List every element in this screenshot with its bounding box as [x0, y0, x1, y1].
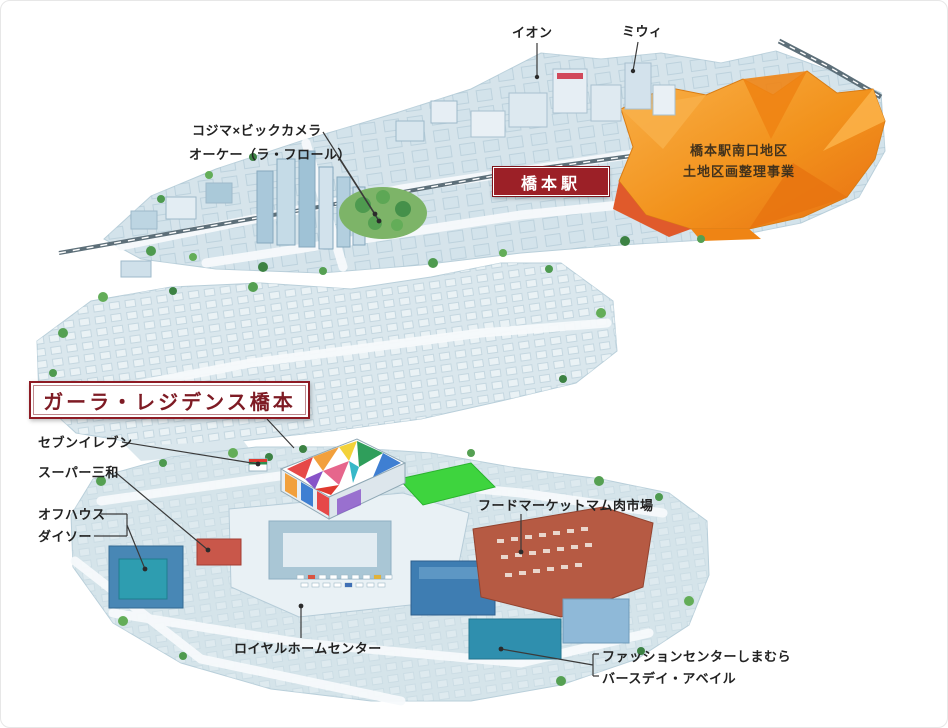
zone-line1: 橋本駅南口地区 — [689, 143, 788, 158]
zone-line2: 土地区画整理事業 — [682, 164, 795, 179]
property-label: ガーラ・レジデンス橋本 — [29, 381, 310, 419]
development-zone-area — [613, 70, 886, 241]
label-aeon: イオン — [512, 25, 553, 40]
label-super-sanwa: スーパー三和 — [38, 465, 119, 480]
label-birthday-avail: バースデイ・アベイル — [602, 671, 737, 686]
trees — [49, 153, 705, 686]
development-zone-label: 橋本駅南口地区 土地区画整理事業 — [649, 140, 829, 182]
gala-residence-building — [279, 438, 407, 520]
label-kojima-biccamera: コジマ×ビックカメラ — [192, 123, 322, 138]
label-ok-la-flore: オーケー（ラ・フロール） — [189, 147, 352, 162]
park — [339, 187, 427, 239]
label-off-house: オフハウス — [38, 507, 106, 522]
property-label-text: ガーラ・レジデンス橋本 — [43, 391, 296, 414]
green-field — [398, 462, 496, 506]
label-food-market-mam: フードマーケットマム肉市場 — [478, 498, 654, 513]
label-royal-home-center: ロイヤルホームセンター — [234, 641, 382, 656]
city-buildings — [120, 100, 458, 278]
highrise-towers — [256, 150, 366, 250]
shopping-buildings — [108, 458, 654, 660]
label-miwi: ミウィ — [622, 24, 663, 39]
label-shimamura: ファッションセンターしまむら — [602, 649, 792, 664]
label-daiso: ダイソー — [38, 529, 93, 544]
station-badge: 橋本駅 — [492, 166, 610, 197]
station-buildings — [470, 62, 676, 138]
label-seven-eleven: セブンイレブン — [38, 435, 133, 450]
